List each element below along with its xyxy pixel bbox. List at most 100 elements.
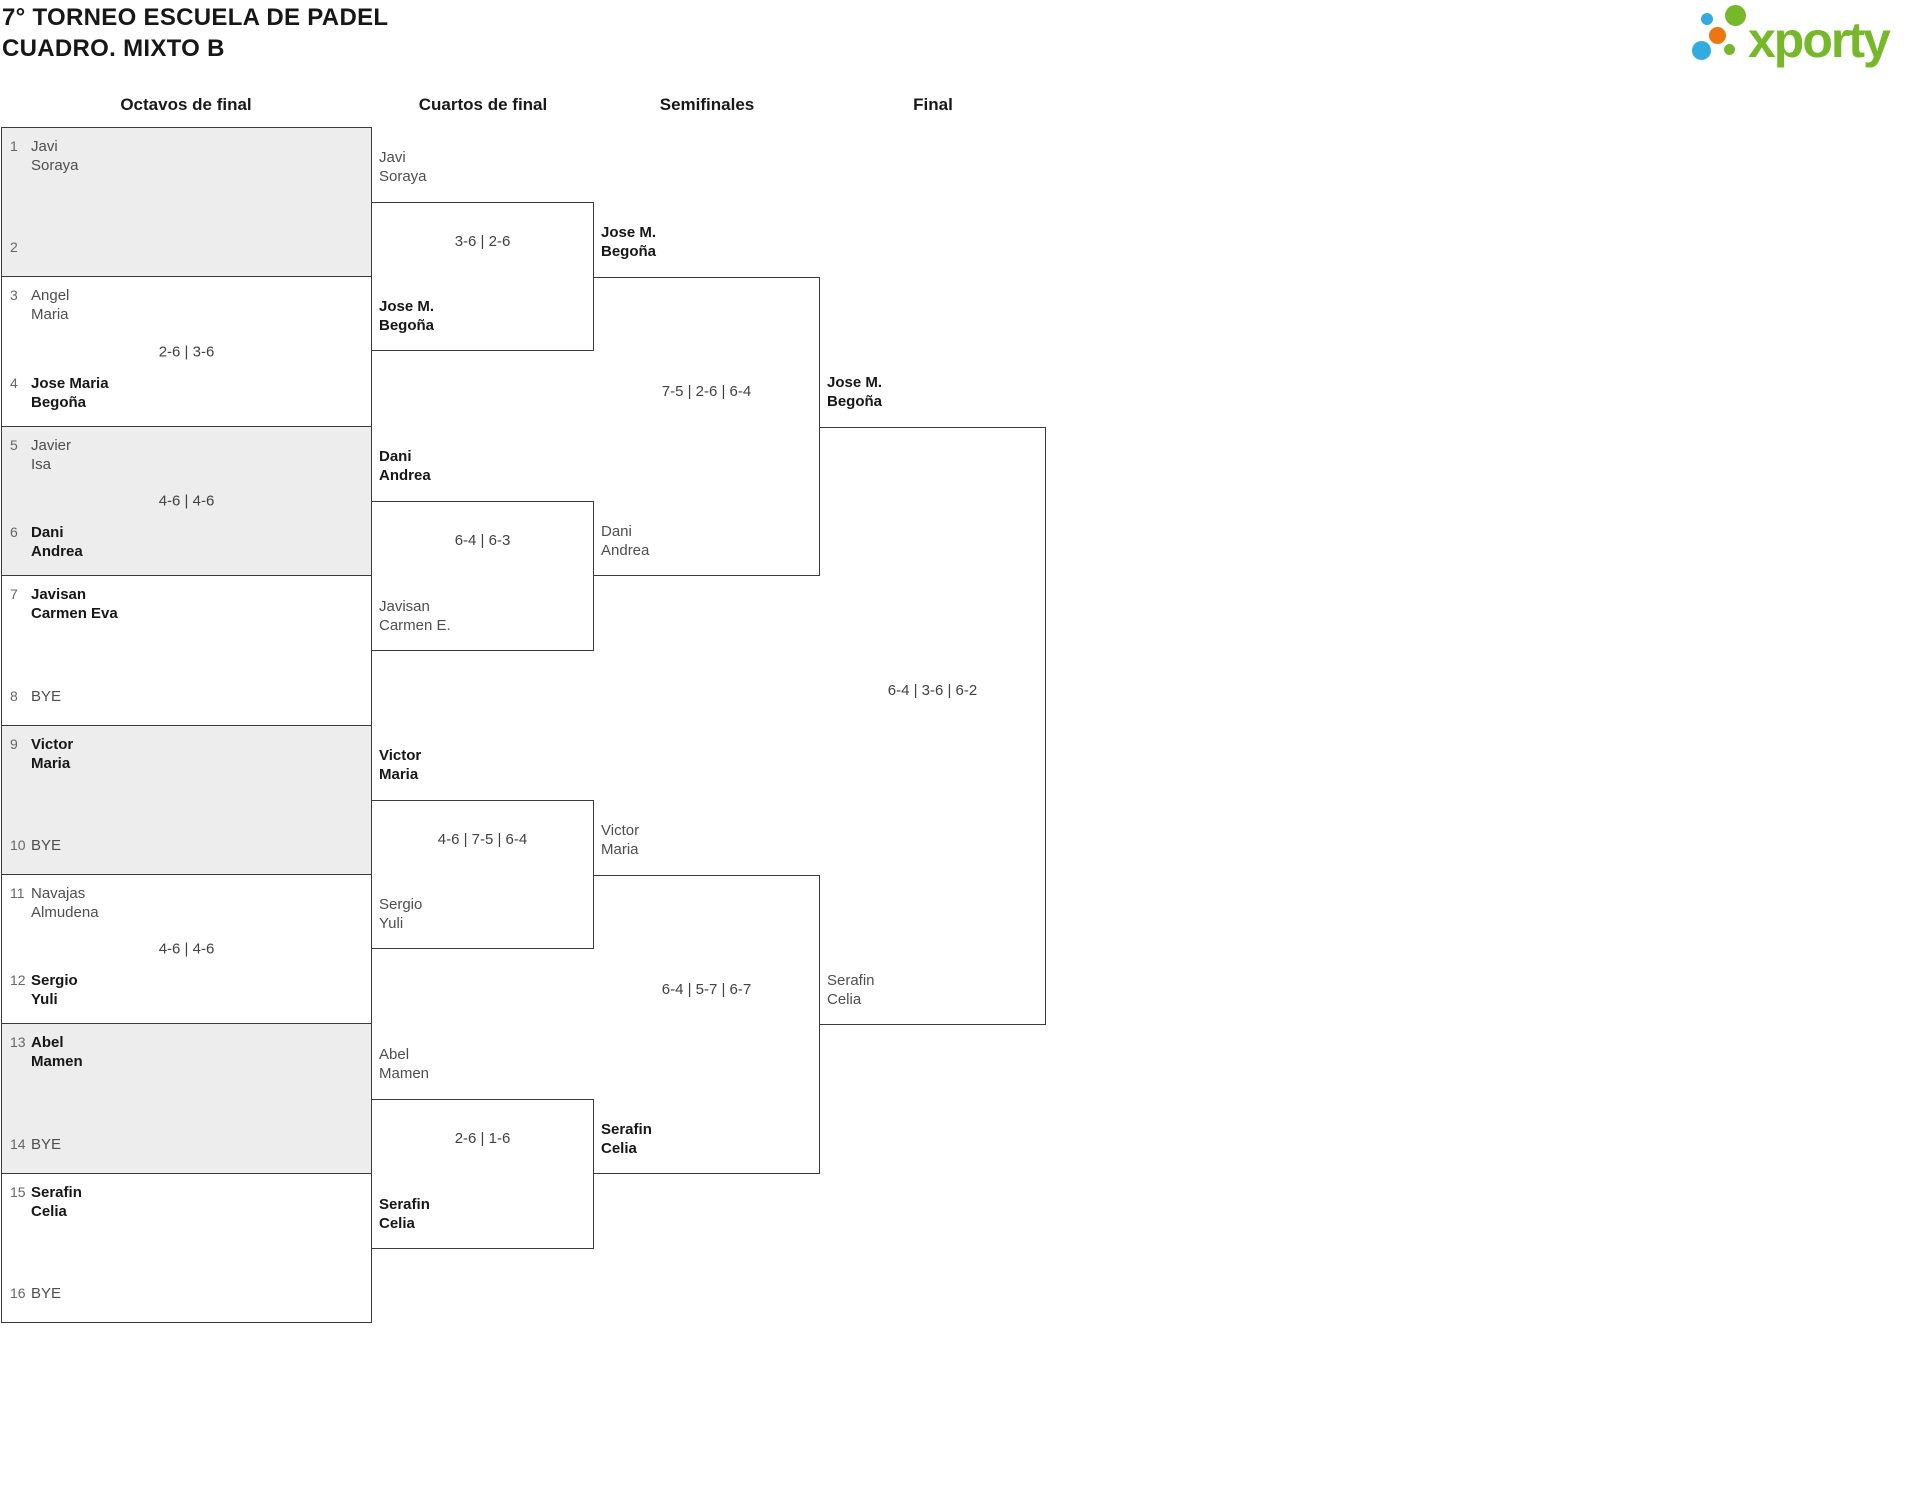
team-slot: 10 BYE — [10, 836, 61, 855]
team-label: Serafin Celia — [379, 1196, 430, 1232]
round-header-final: Final — [913, 95, 953, 114]
qf-match-4: Abel Mamen 2-6 | 1-6 Serafin Celia — [372, 1046, 594, 1249]
team-slot: 5 Javier Isa — [10, 436, 71, 474]
seed-number: 7 — [10, 586, 18, 603]
match-score: 6-4 | 6-3 — [454, 532, 511, 549]
team-name: Javier Isa — [31, 436, 72, 473]
r16-match-2: 3 Angel Maria 2-6 | 3-6 4 Jose Maria Beg… — [2, 277, 371, 427]
match-score: 6-4 | 3-6 | 6-2 — [887, 682, 978, 699]
logo-dot-icon — [1692, 41, 1711, 60]
team-name: Dani Andrea — [31, 524, 83, 561]
team-name: Serafin Celia — [31, 1183, 82, 1220]
team-slot: 16 BYE — [10, 1284, 61, 1303]
match-score: 4-6 | 4-6 — [158, 940, 215, 958]
xporty-logo: xporty — [1692, 0, 1920, 80]
team-slot: 7 Javisan Carmen Eva — [10, 585, 118, 623]
seed-number: 13 — [10, 1034, 26, 1051]
match-score: 2-6 | 1-6 — [454, 1130, 511, 1147]
team-label: Jose M. Begoña — [379, 298, 435, 334]
team-slot: 4 Jose Maria Begoña — [10, 374, 109, 412]
logo-dot-icon — [1724, 44, 1735, 55]
team-name: Sergio Yuli — [31, 972, 78, 1009]
r16-match-6: 11 Navajas Almudena 4-6 | 4-6 12 Sergio … — [2, 875, 371, 1025]
team-label: Serafin Celia — [601, 1121, 652, 1157]
seed-number: 5 — [10, 436, 18, 453]
seed-number: 9 — [10, 735, 18, 752]
seed-number: 12 — [10, 972, 26, 989]
team-slot: 6 Dani Andrea — [10, 523, 83, 561]
logo-wordmark: xporty — [1748, 12, 1891, 68]
team-label: Victor Maria — [601, 822, 640, 858]
team-label: Abel Mamen — [379, 1046, 430, 1082]
team-name: Javi Soraya — [31, 138, 79, 174]
r16-match-4: 7 Javisan Carmen Eva 8 BYE — [2, 576, 371, 726]
team-slot: 9 Victor Maria — [10, 735, 73, 773]
r16-match-8: 15 Serafin Celia 16 BYE — [2, 1174, 371, 1322]
seed-number: 10 — [10, 836, 26, 853]
team-label: Javisan Carmen E. — [379, 598, 451, 634]
logo-dot-icon — [1709, 27, 1726, 44]
team-slot: 13 Abel Mamen — [10, 1033, 83, 1071]
match-score: 4-6 | 4-6 — [158, 492, 215, 510]
team-name: BYE — [31, 687, 62, 705]
round1-column: 1 Javi Soraya 2 3 Angel Maria 2-6 | 3-6 … — [1, 127, 372, 1323]
team-label: Serafin Celia — [827, 972, 875, 1008]
seed-number: 16 — [10, 1285, 26, 1301]
team-name: Jose Maria Begoña — [31, 374, 109, 411]
match-score: 2-6 | 3-6 — [158, 343, 215, 361]
team-slot: 14 BYE — [10, 1135, 61, 1154]
team-label: Dani Andrea — [601, 523, 650, 559]
team-name: BYE — [31, 836, 62, 854]
team-label: Jose M. Begoña — [827, 374, 883, 410]
team-name: Victor Maria — [31, 735, 74, 772]
seed-number: 8 — [10, 687, 18, 704]
team-slot: 12 Sergio Yuli — [10, 971, 78, 1009]
qf-match-3: Victor Maria 4-6 | 7-5 | 6-4 Sergio Yuli — [372, 747, 594, 949]
match-score: 3-6 | 2-6 — [454, 232, 511, 250]
r16-match-3: 5 Javier Isa 4-6 | 4-6 6 Dani Andrea — [2, 426, 371, 577]
team-label: Dani Andrea — [379, 448, 431, 484]
logo-dot-icon — [1701, 13, 1713, 25]
team-name: Javisan Carmen Eva — [31, 586, 118, 623]
team-name: BYE — [31, 1135, 62, 1153]
match-score: 6-4 | 5-7 | 6-7 — [661, 980, 752, 998]
match-score: 7-5 | 2-6 | 6-4 — [661, 382, 752, 400]
bracket-subtitle: CUADRO. MIXTO B — [2, 35, 225, 62]
r16-match-5: 9 Victor Maria 10 BYE — [2, 725, 371, 875]
team-label: Jose M. Begoña — [601, 224, 657, 260]
final-match: Jose M. Begoña 6-4 | 3-6 | 6-2 Serafin C… — [820, 374, 1046, 1025]
team-name: Navajas Almudena — [31, 884, 99, 921]
seed-number: 11 — [10, 884, 25, 901]
r16-match-1: 1 Javi Soraya 2 — [2, 128, 371, 278]
team-slot: 1 Javi Soraya — [10, 137, 79, 175]
sf-match-2: Victor Maria 6-4 | 5-7 | 6-7 Serafin Cel… — [594, 822, 820, 1174]
round-header-semifinales: Semifinales — [659, 95, 755, 114]
seed-number: 6 — [10, 524, 18, 541]
round-header-octavos: Octavos de final — [120, 95, 252, 114]
seed-number: 2 — [10, 239, 18, 256]
team-slot: 3 Angel Maria — [10, 286, 69, 324]
team-name: Angel Maria — [31, 287, 70, 324]
qf-match-1: Javi Soraya 3-6 | 2-6 Jose M. Begoña — [372, 149, 594, 351]
team-slot: 2 — [10, 238, 31, 257]
team-label: Sergio Yuli — [379, 896, 423, 932]
r16-match-7: 13 Abel Mamen 14 BYE — [2, 1024, 371, 1174]
page-title: 7° TORNEO ESCUELA DE PADEL CUADRO. MIXTO… — [2, 2, 388, 64]
qf-match-2: Dani Andrea 6-4 | 6-3 Javisan Carmen E. — [372, 448, 594, 651]
team-slot: 8 BYE — [10, 687, 61, 706]
team-name: BYE — [31, 1285, 62, 1302]
logo-dot-icon — [1725, 5, 1746, 26]
sf-match-1: Jose M. Begoña 7-5 | 2-6 | 6-4 Dani Andr… — [594, 224, 820, 576]
match-score: 4-6 | 7-5 | 6-4 — [437, 830, 528, 848]
seed-number: 4 — [10, 374, 18, 391]
tournament-title: 7° TORNEO ESCUELA DE PADEL — [2, 4, 389, 31]
team-slot: 11 Navajas Almudena — [10, 884, 99, 922]
round-header-cuartos: Cuartos de final — [418, 95, 548, 114]
team-label: Javi Soraya — [379, 149, 427, 185]
team-label: Victor Maria — [379, 747, 422, 783]
seed-number: 1 — [10, 138, 18, 154]
seed-number: 3 — [10, 287, 18, 304]
team-name: Abel Mamen — [31, 1034, 83, 1071]
team-slot: 15 Serafin Celia — [10, 1183, 82, 1221]
seed-number: 14 — [10, 1135, 26, 1152]
